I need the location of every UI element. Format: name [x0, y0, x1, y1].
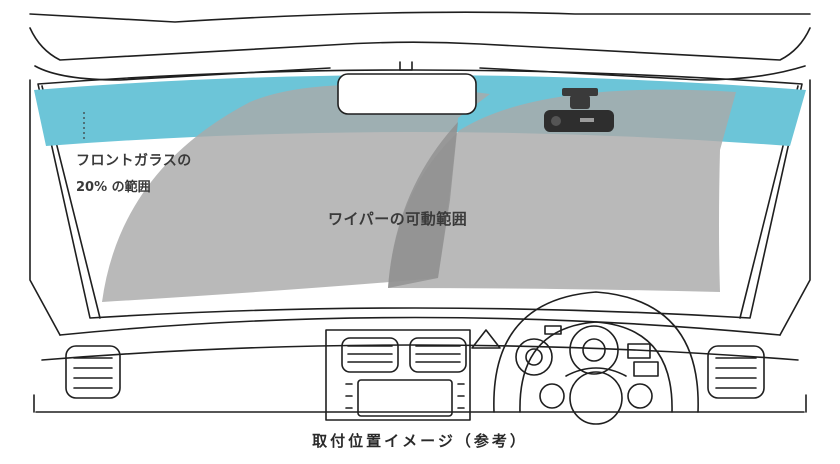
rearview-mirror — [337, 73, 477, 115]
steering-hub — [569, 371, 623, 425]
wiper-range-right — [388, 89, 736, 292]
windshield-band-label-line1: フロントガラスの — [76, 153, 192, 169]
a-pillar-right — [779, 79, 811, 336]
windshield-frame — [37, 69, 803, 319]
steering-wheel — [493, 291, 699, 413]
center-vent-right — [409, 337, 467, 373]
gauge-right — [569, 325, 619, 375]
a-pillar-left — [29, 79, 61, 336]
right-vent — [707, 345, 765, 399]
center-vent-left — [341, 337, 399, 373]
hazard-triangle-icon — [471, 329, 501, 349]
wiper-range-left — [102, 84, 490, 302]
windshield-band-label-line2: 20% の範囲 — [76, 180, 151, 195]
dashcam — [544, 88, 614, 132]
figure-caption: 取付位置イメージ（参考） — [312, 432, 528, 450]
left-vent — [65, 345, 121, 399]
roof-outline — [29, 11, 811, 23]
wiper-overlap — [388, 122, 458, 288]
center-console — [325, 329, 471, 421]
radio-screen — [357, 379, 453, 417]
wiper-range-label: ワイパーの可動範囲 — [328, 210, 468, 228]
mirror-mount — [399, 61, 413, 71]
sun-visor-right — [479, 65, 806, 81]
headliner-left — [29, 27, 811, 61]
dashboard-mid — [41, 344, 799, 361]
dashboard-top — [59, 316, 781, 336]
gauge-left — [515, 338, 553, 376]
sun-visor-left — [34, 65, 331, 81]
